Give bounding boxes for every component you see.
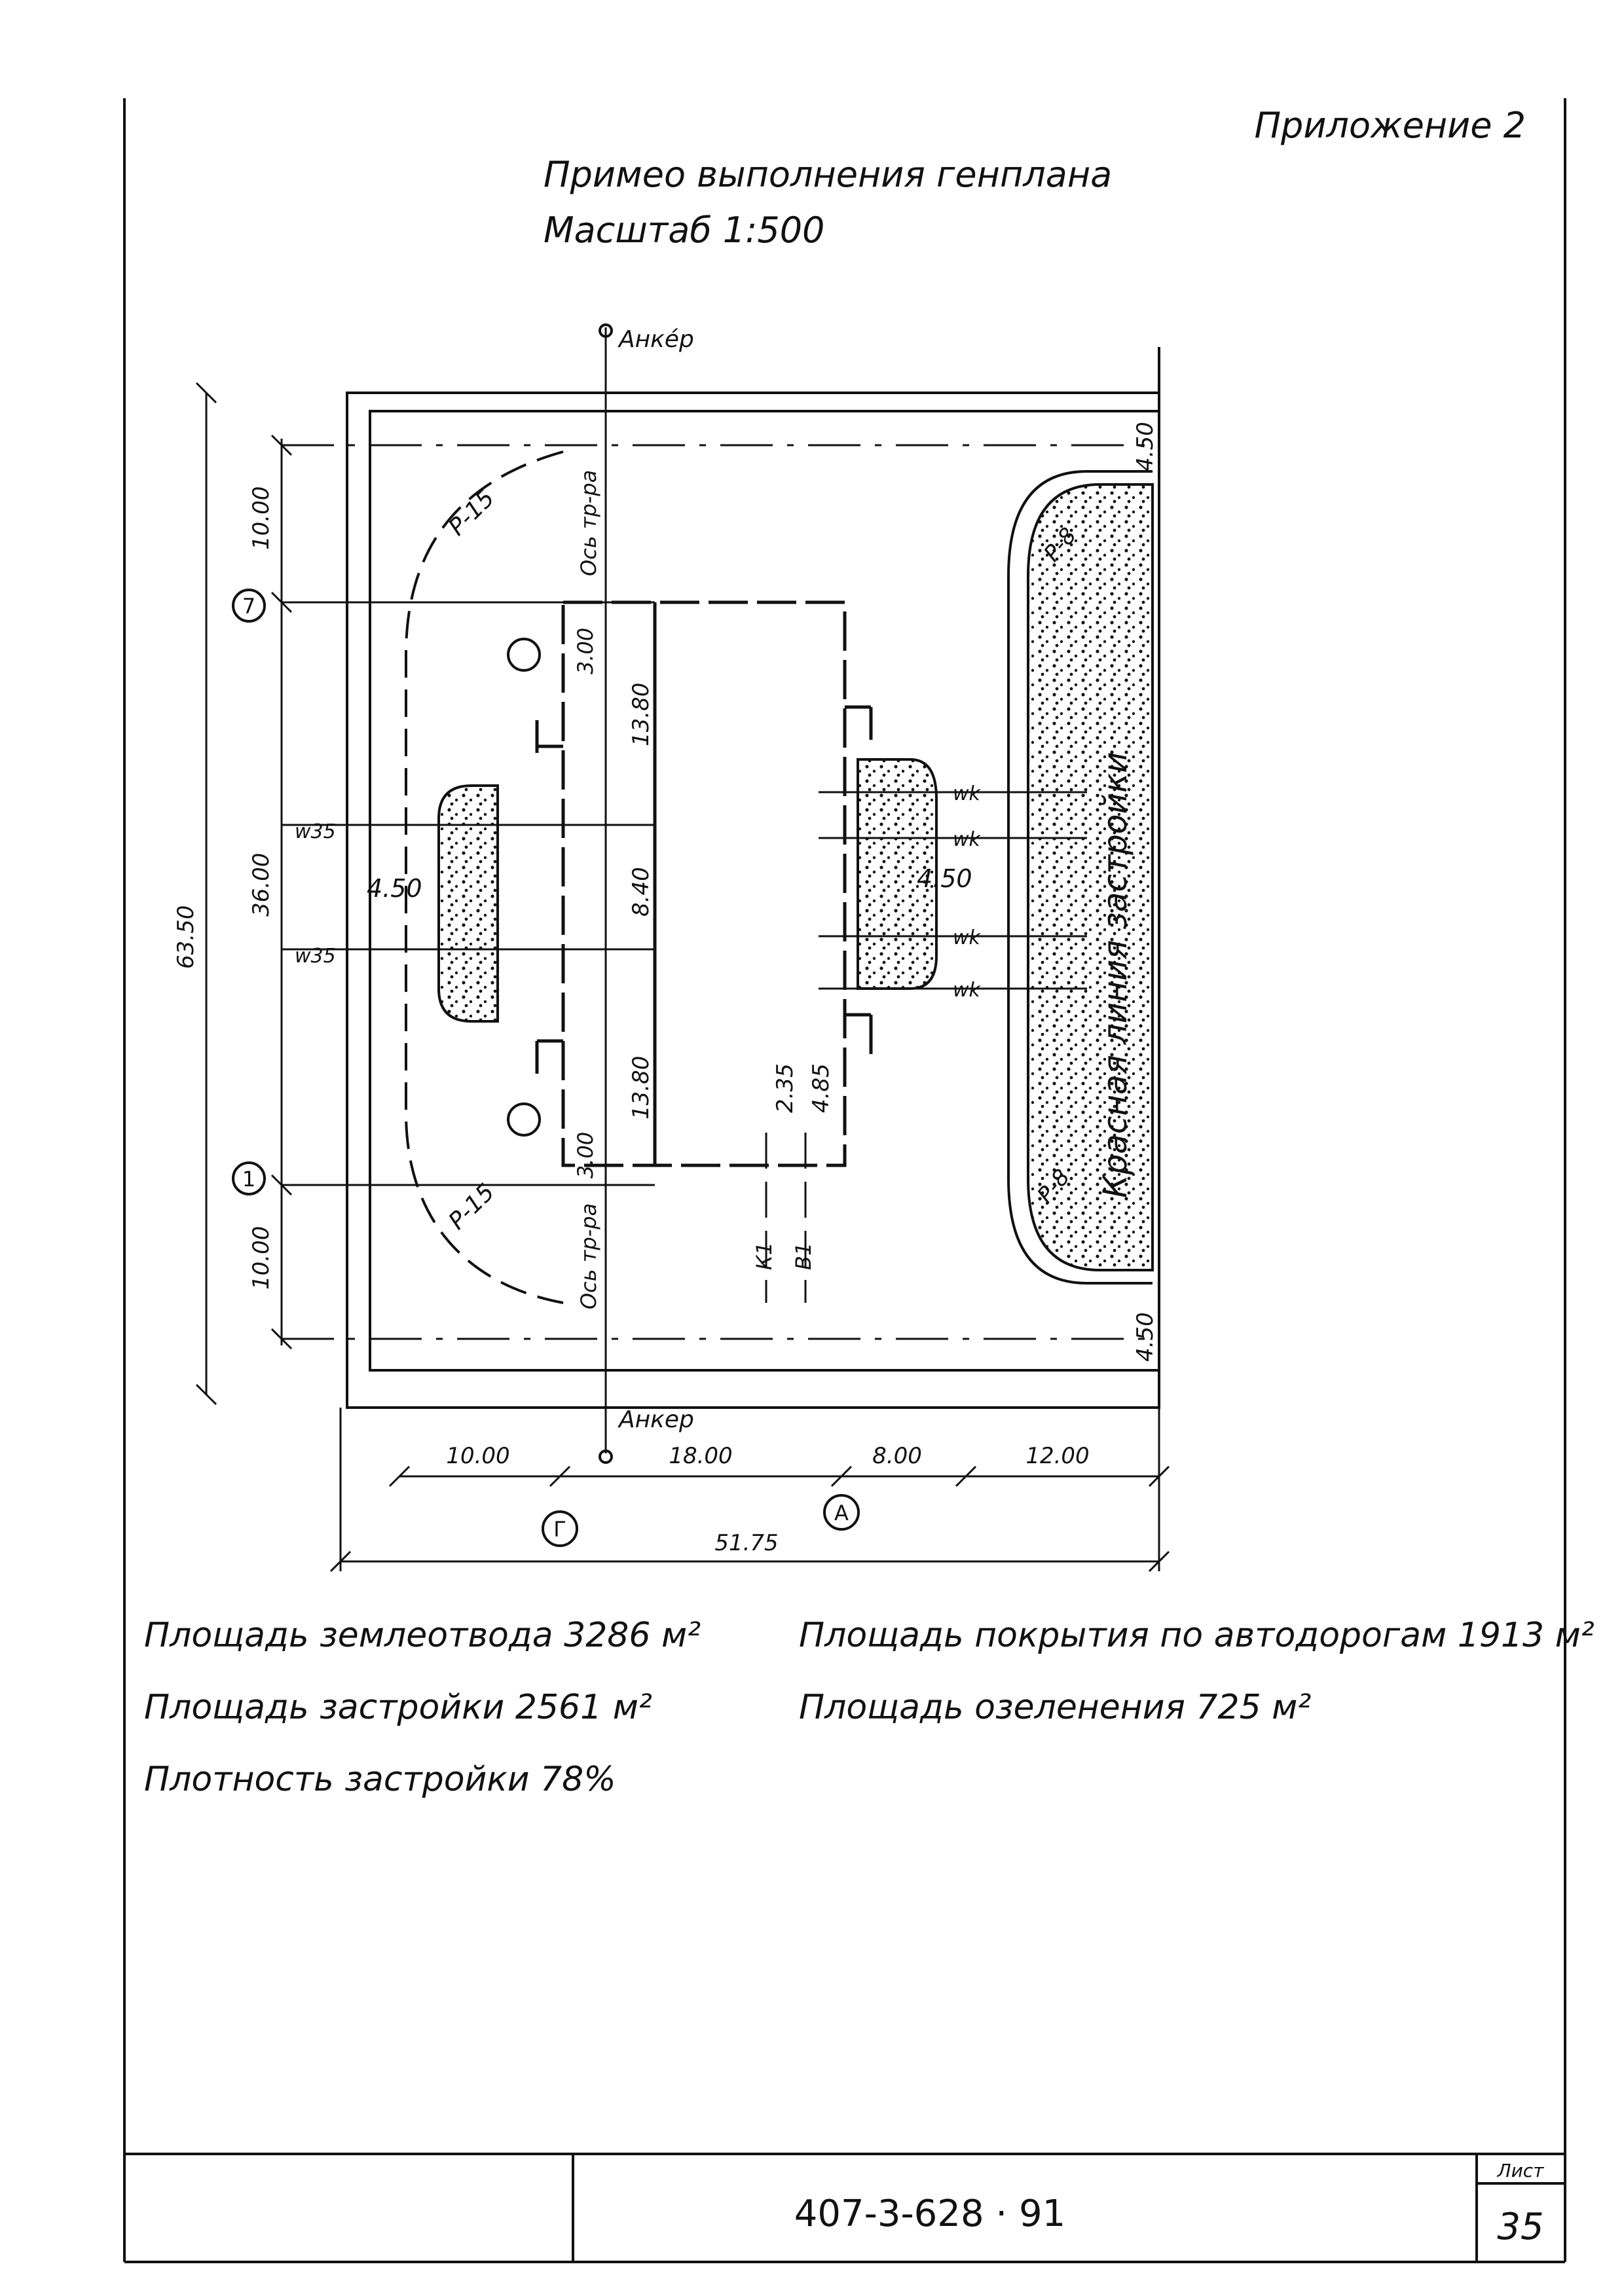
dim-450-top-right: 4.50 [1132,422,1158,471]
green-strip-right [1027,483,1154,1271]
red-line-label: Красная линия застройки [1096,752,1134,1198]
w35-bottom: w35 [295,945,336,968]
bottom-dimension-chain [329,1408,1170,1573]
dim-bottom-18: 18.00 [669,1443,732,1469]
wk-label-1: wk [953,782,982,805]
grid-g: Г [553,1517,566,1542]
anchor-top-label: Анкéр [618,326,694,353]
k1-label: К1 [752,1242,777,1270]
sheet-number: 35 [1497,2206,1543,2248]
area-land: Площадь землеотвода 3286 м² [144,1616,701,1655]
b1-label: В1 [791,1243,816,1270]
dim-485: 4.85 [808,1063,834,1113]
hydrant-bottom [507,1102,541,1137]
grid-markers [232,589,860,1547]
area-building: Площадь застройки 2561 м² [144,1688,652,1727]
wk-lines [819,791,1087,990]
sheet-frame [123,98,1566,2263]
grid-a: А [834,1501,849,1525]
area-greenery: Площадь озеленения 725 м² [799,1688,1311,1727]
plan-scale: Масштаб 1:500 [544,210,824,251]
dim-bottom-12: 12.00 [1025,1443,1089,1469]
dim-top-10: 10.00 [248,486,274,550]
wk-label-2: wk [953,828,982,851]
axis-bottom-label: Ось тр-ра [576,1203,601,1309]
dim-235: 2.35 [772,1063,798,1113]
dim-300-bottom: 3.00 [573,1132,598,1178]
anchor-bottom-marker [599,1449,613,1464]
radius-left-bottom: Р-15 [443,1178,500,1235]
building-outline [535,600,873,1167]
dim-840: 8.40 [628,867,654,917]
grid-7: 7 [242,594,255,619]
document-code: 407-3-628 · 91 [794,2193,1065,2235]
dim-mid-36: 36.00 [248,853,274,917]
wk-label-3: wk [953,926,982,949]
green-zone-left [437,784,499,1023]
axis-top-label: Ось тр-ра [576,470,601,576]
dim-450-right: 4.50 [917,864,972,893]
left-dimension-chain [195,382,655,1406]
dim-total-height: 63.50 [173,905,199,969]
anchor-top-marker [599,323,613,338]
area-roads: Площадь покрытия по автодорогам 1913 м² [799,1616,1595,1655]
dim-bottom-10: 10.00 [446,1443,509,1469]
grid-1: 1 [242,1167,255,1192]
dim-1380-top: 13.80 [628,683,654,746]
dim-300-top: 3.00 [573,628,598,674]
dim-450-bottom-right: 4.50 [1132,1312,1158,1362]
sheet-label: Лист [1497,2160,1545,2181]
w35-top: w35 [295,820,336,843]
dim-1380-bottom: 13.80 [628,1056,654,1120]
building-density: Плотность застройки 78% [144,1760,616,1799]
anchor-bottom-label: Анкер [618,1406,694,1433]
road-arc-left [405,450,564,1304]
dim-bottom-10: 10.00 [248,1226,274,1290]
plan-title: Примео выполнения генплана [544,154,1112,195]
dim-total-width: 51.75 [714,1530,778,1556]
appendix-label: Приложение 2 [1254,105,1526,146]
dim-450-left: 4.50 [367,874,422,903]
radius-left-top: Р-15 [443,484,500,541]
hydrant-top [507,638,541,672]
dim-bottom-8: 8.00 [872,1443,922,1469]
road-right-edge [1007,470,1153,1285]
wk-label-4: wk [953,979,982,1002]
